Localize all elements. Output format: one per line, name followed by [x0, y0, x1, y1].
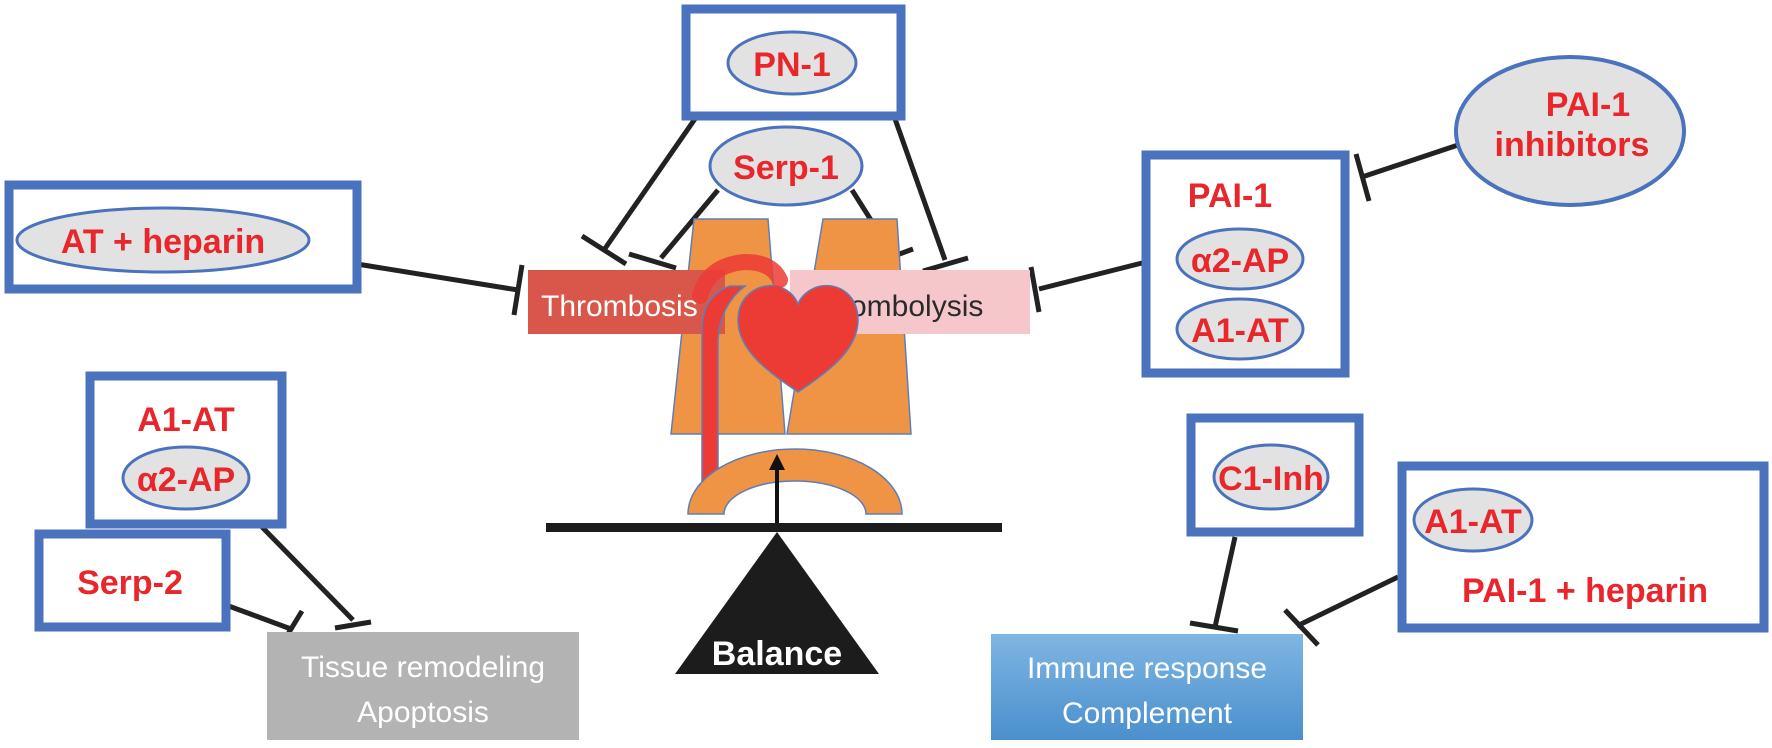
vessel-red-bar: [701, 285, 748, 501]
balance-beam: [546, 523, 1002, 532]
serp1-ellipse: [708, 125, 864, 207]
inhibit-bar-pai1-thrombolysis: [1028, 266, 1042, 313]
serp2-box: [34, 529, 231, 632]
a1at-right-ellipse: [1175, 297, 1305, 361]
pointer-head: [769, 454, 785, 470]
inhibit-bar-bottom-right: [1283, 608, 1320, 647]
pai1-inhibitors-label-line1: PAI-1: [1546, 86, 1630, 124]
pai1-label: PAI-1: [1188, 177, 1272, 215]
a2ap-left-ellipse: [121, 445, 251, 511]
a1at-bottom-right-ellipse: [1412, 487, 1534, 553]
pn1-label: PN-1: [753, 46, 830, 84]
inhibit-bar-at-heparin: [511, 264, 525, 316]
a2ap-left-label: α2-AP: [137, 461, 235, 499]
inhibit-line-c1inh: [1212, 536, 1238, 628]
immune-label-line1: Immune response: [1027, 652, 1267, 685]
a2ap-right-label: α2-AP: [1191, 242, 1289, 280]
pai1-inhibitors-ellipse: [1454, 55, 1686, 207]
heart-shape: [737, 284, 859, 393]
tissue-remodeling-box: [267, 632, 579, 740]
inhibit-bar-pai1-inhibitors: [1353, 153, 1372, 202]
tissue-label-line1: Tissue remodeling: [301, 651, 545, 684]
a1at-bottom-right-label: A1-AT: [1424, 503, 1522, 541]
heart-icon: [692, 253, 859, 501]
balance-scale-icon: Balance: [675, 532, 879, 674]
tissue-label-line2: Apoptosis: [357, 696, 489, 729]
serp1-label: Serp-1: [733, 149, 839, 187]
inhibit-bar-a1at-left: [334, 619, 372, 631]
pn1-ellipse: [726, 30, 858, 96]
inhibit-line-bottom-right: [1295, 574, 1400, 629]
a1at-left-label: A1-AT: [137, 401, 235, 439]
inhibit-line-serp1-thrombosis: [659, 188, 720, 260]
balance-label: Balance: [712, 635, 842, 673]
c1inh-ellipse: [1212, 443, 1330, 511]
pai1-heparin-label: PAI-1 + heparin: [1462, 572, 1708, 610]
pai1-inhibitors-label-line2: inhibitors: [1495, 126, 1650, 164]
thrombosis-label: Thrombosis: [541, 290, 698, 323]
serp2-label: Serp-2: [77, 564, 183, 602]
inhibit-line-a1at-left: [260, 525, 355, 622]
scale-arch: [687, 448, 903, 515]
inhibit-bar-pn1-thrombolysis: [922, 255, 969, 274]
inhibit-bar-pn1-thrombosis: [580, 233, 628, 267]
inhibit-line-pn1-thrombolysis: [891, 115, 948, 261]
inhibit-line-pai1-thrombolysis: [1038, 260, 1143, 292]
vessel-arc: [692, 253, 788, 304]
inhibit-line-pai1-inhibitors: [1361, 140, 1465, 180]
c1inh-label: C1-Inh: [1218, 460, 1324, 498]
immune-label-line2: Complement: [1062, 697, 1233, 730]
a1at-right-label: A1-AT: [1191, 312, 1289, 350]
at-heparin-label: AT + heparin: [61, 223, 265, 261]
inhibit-line-pn1-thrombosis: [601, 114, 700, 252]
inhibit-line-at-heparin: [356, 261, 519, 293]
a2ap-right-ellipse: [1175, 227, 1305, 291]
inhibit-line-serp2: [225, 602, 292, 632]
immune-response-box: [991, 634, 1303, 740]
thrombosis-box: [528, 270, 725, 334]
at-heparin-ellipse: [15, 206, 311, 274]
inhibit-bar-c1inh: [1189, 620, 1239, 634]
inhibit-bar-serp1-thrombosis: [628, 251, 677, 271]
fulcrum: [675, 532, 879, 674]
scale-pointer: [769, 454, 785, 530]
